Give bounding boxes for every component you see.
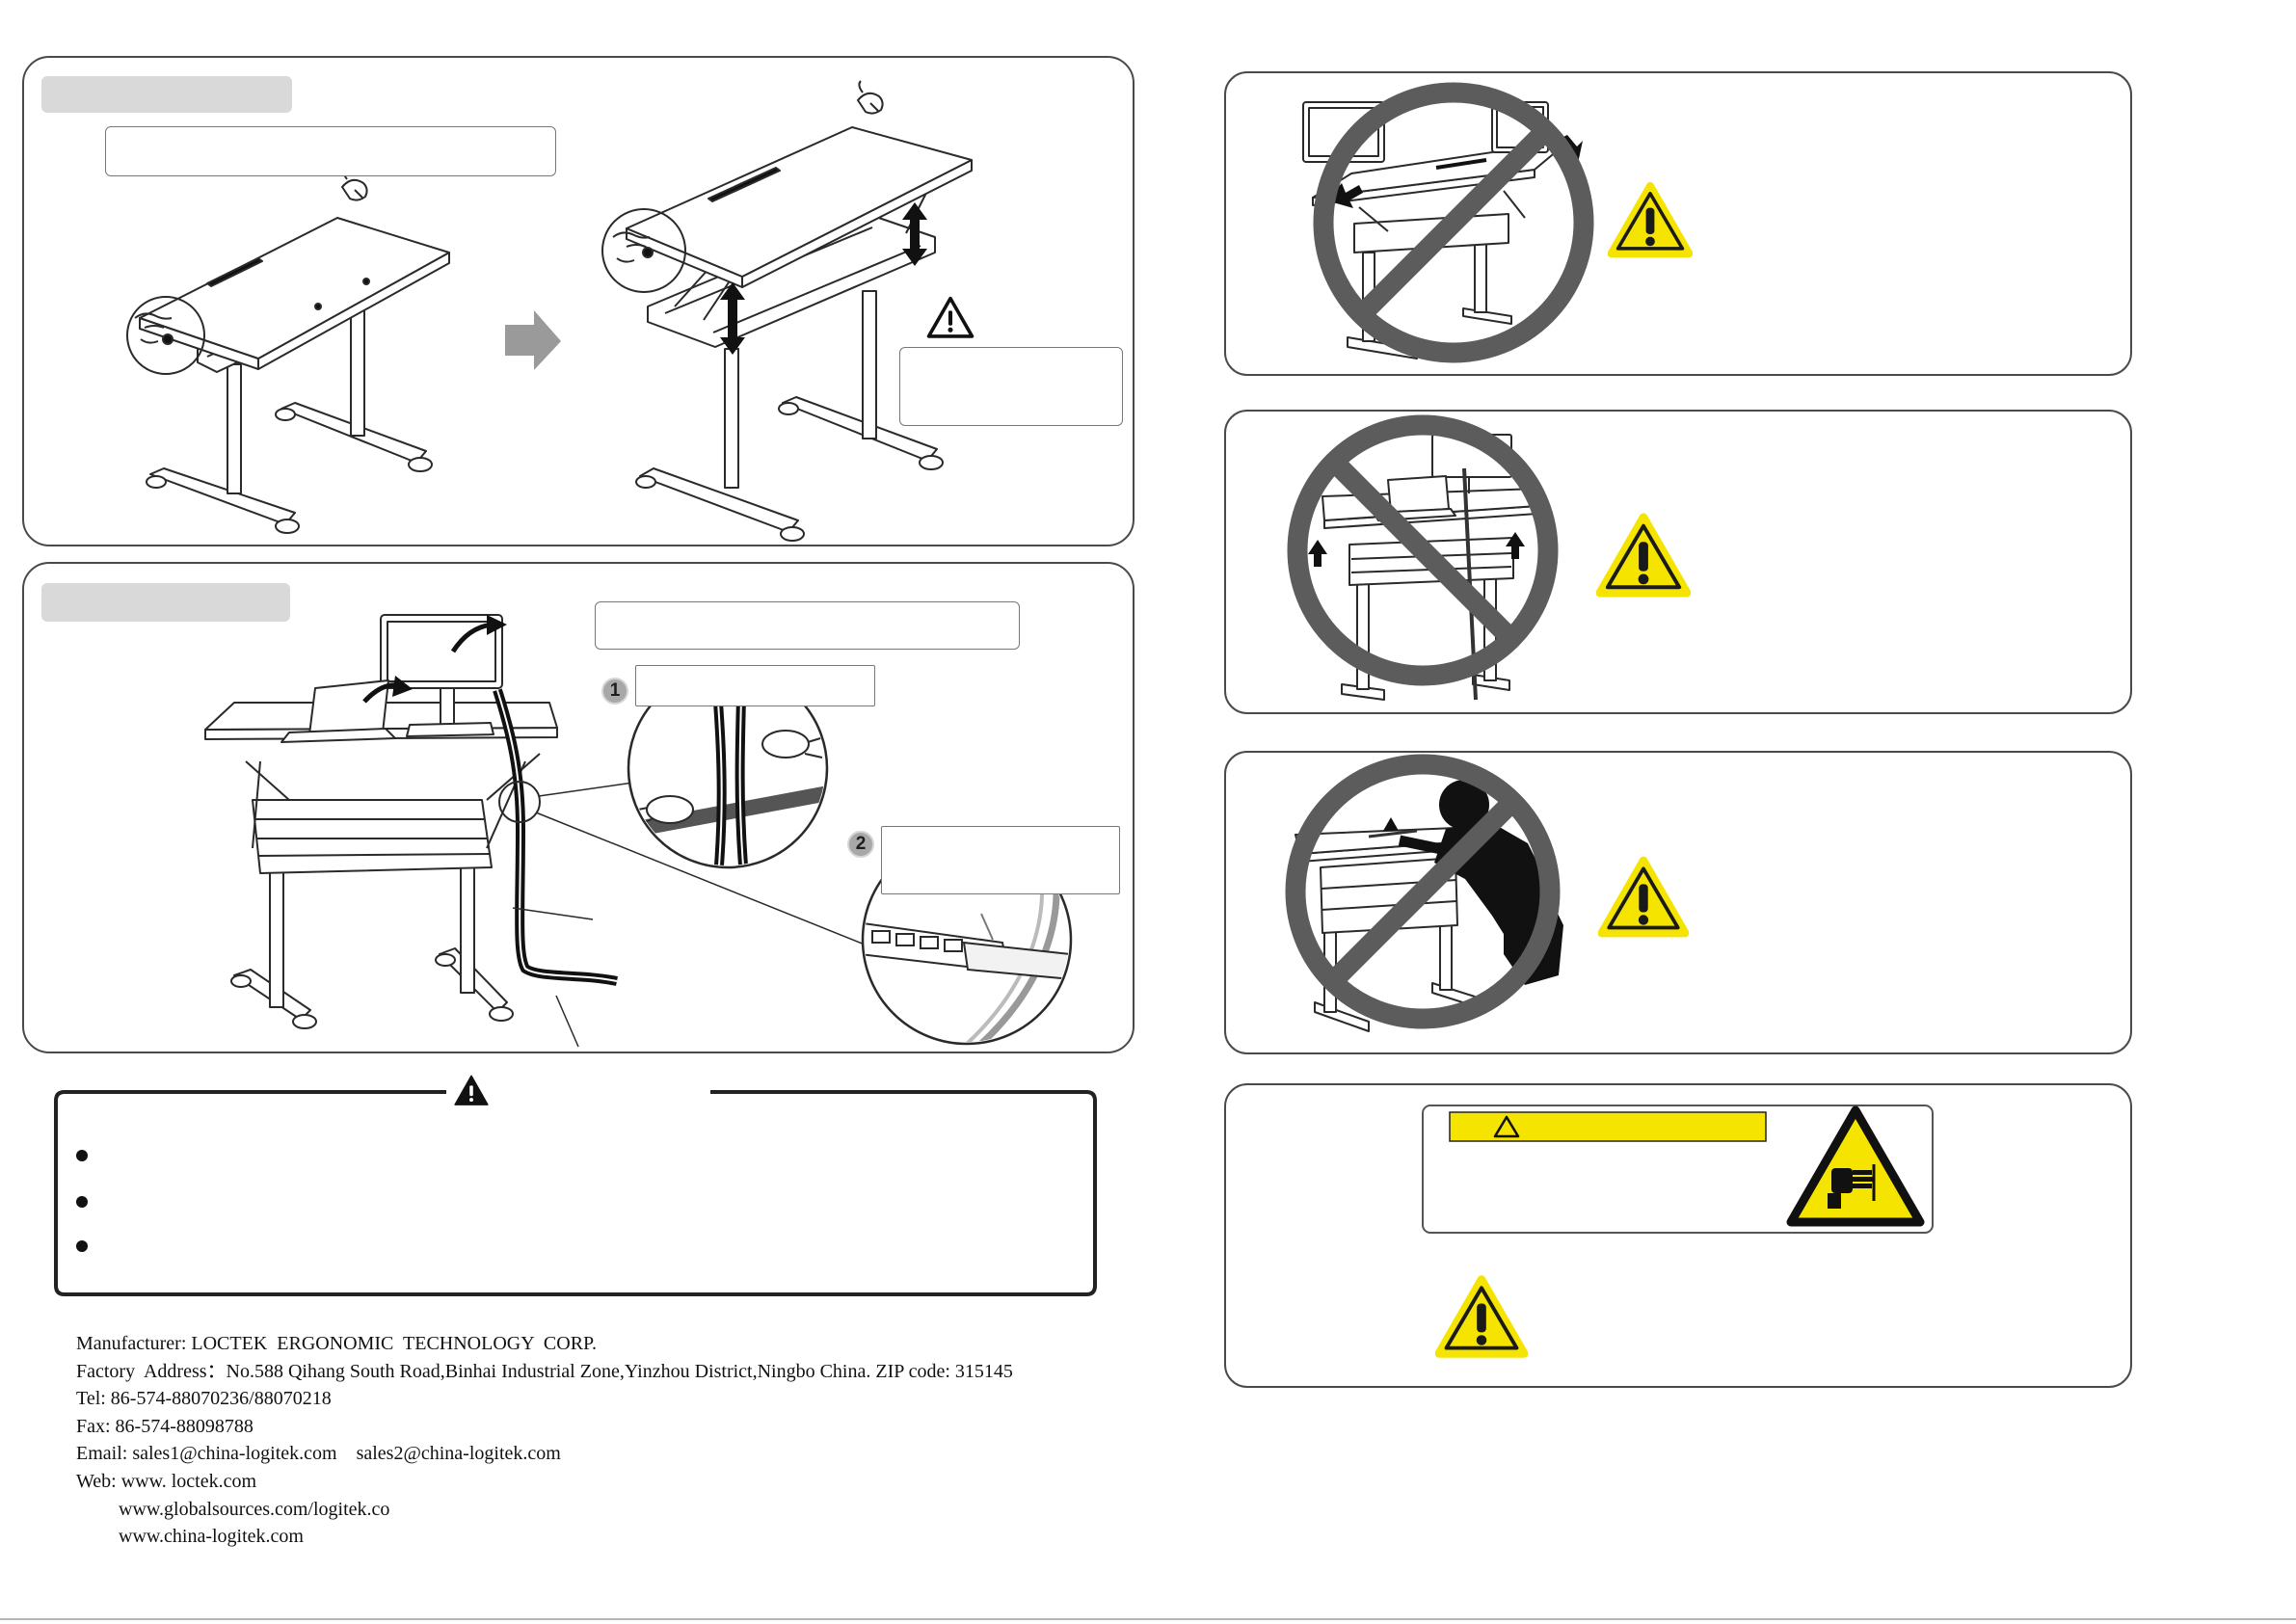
panel-warning-lean-on-desk [1224, 751, 2132, 1054]
panel-warning-lift-desk [1224, 410, 2132, 714]
warning-triangle-icon [926, 296, 974, 338]
power-cable [493, 688, 618, 986]
step-1-box [635, 665, 875, 706]
warning-triangle-icon [1493, 1115, 1520, 1138]
warning-triangle-icon [454, 1075, 489, 1105]
panel-tilt-desktop [22, 56, 1135, 546]
prohibition-sign-icon [1285, 754, 1561, 1029]
factory-address: Factory Address：No.588 Qihang South Road… [76, 1360, 1013, 1382]
prohibition-sign-icon [1313, 82, 1594, 363]
prohibition-sign-icon [1287, 414, 1559, 686]
hand-zoom-detail [601, 208, 686, 293]
page-bottom-rule [0, 1618, 2296, 1620]
manufacturer-name: Manufacturer: LOCTEK ERGONOMIC TECHNOLOG… [76, 1333, 597, 1354]
up-arrow-icon [1506, 532, 1525, 559]
step-number-1: 1 [601, 678, 628, 705]
website-3: www.china-logitek.com [119, 1526, 304, 1548]
curved-arrow-icon [450, 615, 507, 653]
website: Web: www. loctek.com [76, 1470, 257, 1492]
step-number-2: 2 [847, 831, 874, 858]
email: Email: sales1@china-logitek.com sales2@c… [76, 1443, 561, 1465]
right-arrow-icon [505, 310, 561, 370]
up-arrow-icon [1308, 540, 1327, 567]
instruction-box-cable [595, 601, 1020, 650]
warning-triangle-icon [1600, 518, 1687, 593]
panel-caution-pinch [1224, 1083, 2132, 1388]
fax: Fax: 86-574-88098788 [76, 1415, 254, 1437]
bullet [76, 1240, 88, 1252]
step-2-box [881, 826, 1120, 894]
warning-triangle-icon [1612, 186, 1690, 253]
warning-triangle-icon [1439, 1280, 1524, 1354]
instruction-box-top [105, 126, 556, 176]
warning-note-box [899, 347, 1123, 426]
section-tab-1 [41, 76, 292, 113]
desk-raised-illustration [626, 126, 973, 542]
panel-warning-tilt-monitors [1224, 71, 2132, 376]
double-arrow-icon [720, 282, 745, 355]
website-2: www.globalsources.com/logitek.co [119, 1498, 390, 1520]
desk-cable-illustration [204, 614, 558, 1029]
warning-triangle-icon [1602, 861, 1685, 933]
double-arrow-icon [902, 202, 927, 266]
desk-closed-illustration [139, 217, 450, 534]
section-tab-2 [41, 583, 290, 622]
hand-zoom-detail [126, 296, 205, 375]
bullet [76, 1196, 88, 1208]
zoom-connector-lines [498, 781, 870, 1048]
telephone: Tel: 86-574-88070236/88070218 [76, 1388, 332, 1410]
warning-notes-frame [54, 1090, 1097, 1296]
bullet [76, 1150, 88, 1161]
push-arrow-icon [1326, 183, 1363, 208]
desk-with-monitors-illustration [1302, 101, 1570, 359]
manufacturer-info: Manufacturer: LOCTEK ERGONOMIC TECHNOLOG… [76, 1330, 1013, 1551]
curved-arrow-icon [362, 676, 413, 704]
hand-pressing-icon [856, 80, 884, 115]
panel-cable-management [22, 562, 1135, 1053]
hand-crush-hazard-icon [1786, 1105, 1925, 1227]
